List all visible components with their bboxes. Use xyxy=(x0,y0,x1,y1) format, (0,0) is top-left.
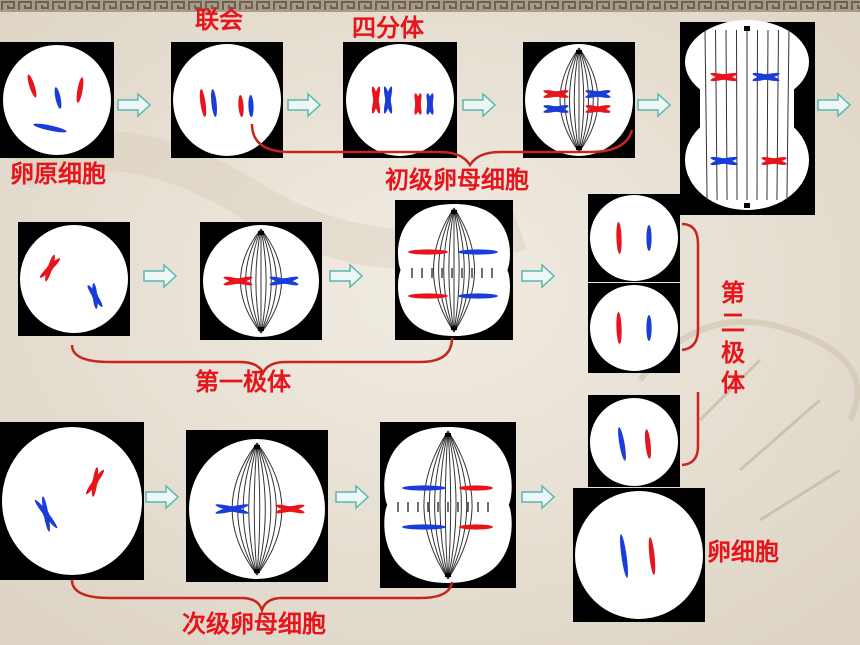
arrow-7 xyxy=(329,263,364,289)
chromosome xyxy=(710,72,738,82)
cell-tetrad xyxy=(343,42,457,158)
arrow-9 xyxy=(145,484,180,510)
arrow-8 xyxy=(521,263,556,289)
cell-second-polar-body-c xyxy=(588,395,680,487)
chromosome xyxy=(269,276,299,286)
cell-polar-anaphase-2 xyxy=(395,200,513,340)
arrow-2 xyxy=(287,92,322,118)
cell-polar-body-1 xyxy=(18,222,130,336)
arrow-6 xyxy=(143,263,178,289)
arrow-1 xyxy=(117,92,152,118)
chromosome xyxy=(426,93,434,115)
cell-egg xyxy=(573,488,705,622)
chromosome xyxy=(585,90,611,98)
chromosome xyxy=(710,156,738,166)
bracket-primary-oocyte xyxy=(250,123,634,168)
chromosome xyxy=(371,86,381,114)
cell-oocyte-anaphase-2 xyxy=(380,422,516,588)
bracket-first-polar-body xyxy=(70,337,454,377)
cell-anaphase-1 xyxy=(680,20,815,215)
arrow-3 xyxy=(462,92,497,118)
chromosome xyxy=(383,86,393,114)
chromosome xyxy=(761,157,787,165)
chromosome xyxy=(543,90,569,98)
cell-metaphase-1 xyxy=(523,42,635,158)
chromosome xyxy=(414,93,422,115)
label-tetrad: 四分体 xyxy=(352,14,424,42)
cell-second-polar-body-b xyxy=(588,283,680,373)
arrow-4 xyxy=(637,92,672,118)
cell-oogonium xyxy=(0,42,114,158)
cell-oocyte-metaphase-2 xyxy=(186,430,328,582)
label-primary-oocyte: 初级卵母细胞 xyxy=(385,166,529,194)
bracket-secondary-oocyte xyxy=(70,579,454,614)
label-oogonium: 卵原细胞 xyxy=(10,160,106,188)
chromosome xyxy=(752,72,780,82)
bracket-second-polar-body-lower xyxy=(681,392,700,467)
cell-polar-metaphase-2 xyxy=(200,222,322,340)
chromosome xyxy=(215,504,249,514)
chromosome xyxy=(39,254,61,282)
cell-secondary-oocyte xyxy=(0,422,144,580)
label-second-polar-body: 第二极体 xyxy=(721,279,745,397)
chromosome xyxy=(34,496,58,532)
chromosome xyxy=(87,283,103,309)
cell-second-polar-body-a xyxy=(588,194,680,282)
chromosome xyxy=(275,504,305,514)
label-secondary-oocyte: 次级卵母细胞 xyxy=(182,610,326,638)
label-egg-cell: 卵细胞 xyxy=(707,538,779,566)
label-first-polar-body: 第一极体 xyxy=(195,368,291,396)
arrow-10 xyxy=(335,484,370,510)
arrow-5 xyxy=(817,92,852,118)
bracket-second-polar-body xyxy=(681,222,700,352)
arrow-11 xyxy=(521,484,556,510)
chromosome xyxy=(223,276,253,286)
chromosome xyxy=(543,105,569,113)
chromosome xyxy=(585,105,611,113)
cell-synapsis xyxy=(171,42,283,158)
label-synapsis: 联会 xyxy=(195,6,243,34)
chromosome xyxy=(85,467,105,497)
